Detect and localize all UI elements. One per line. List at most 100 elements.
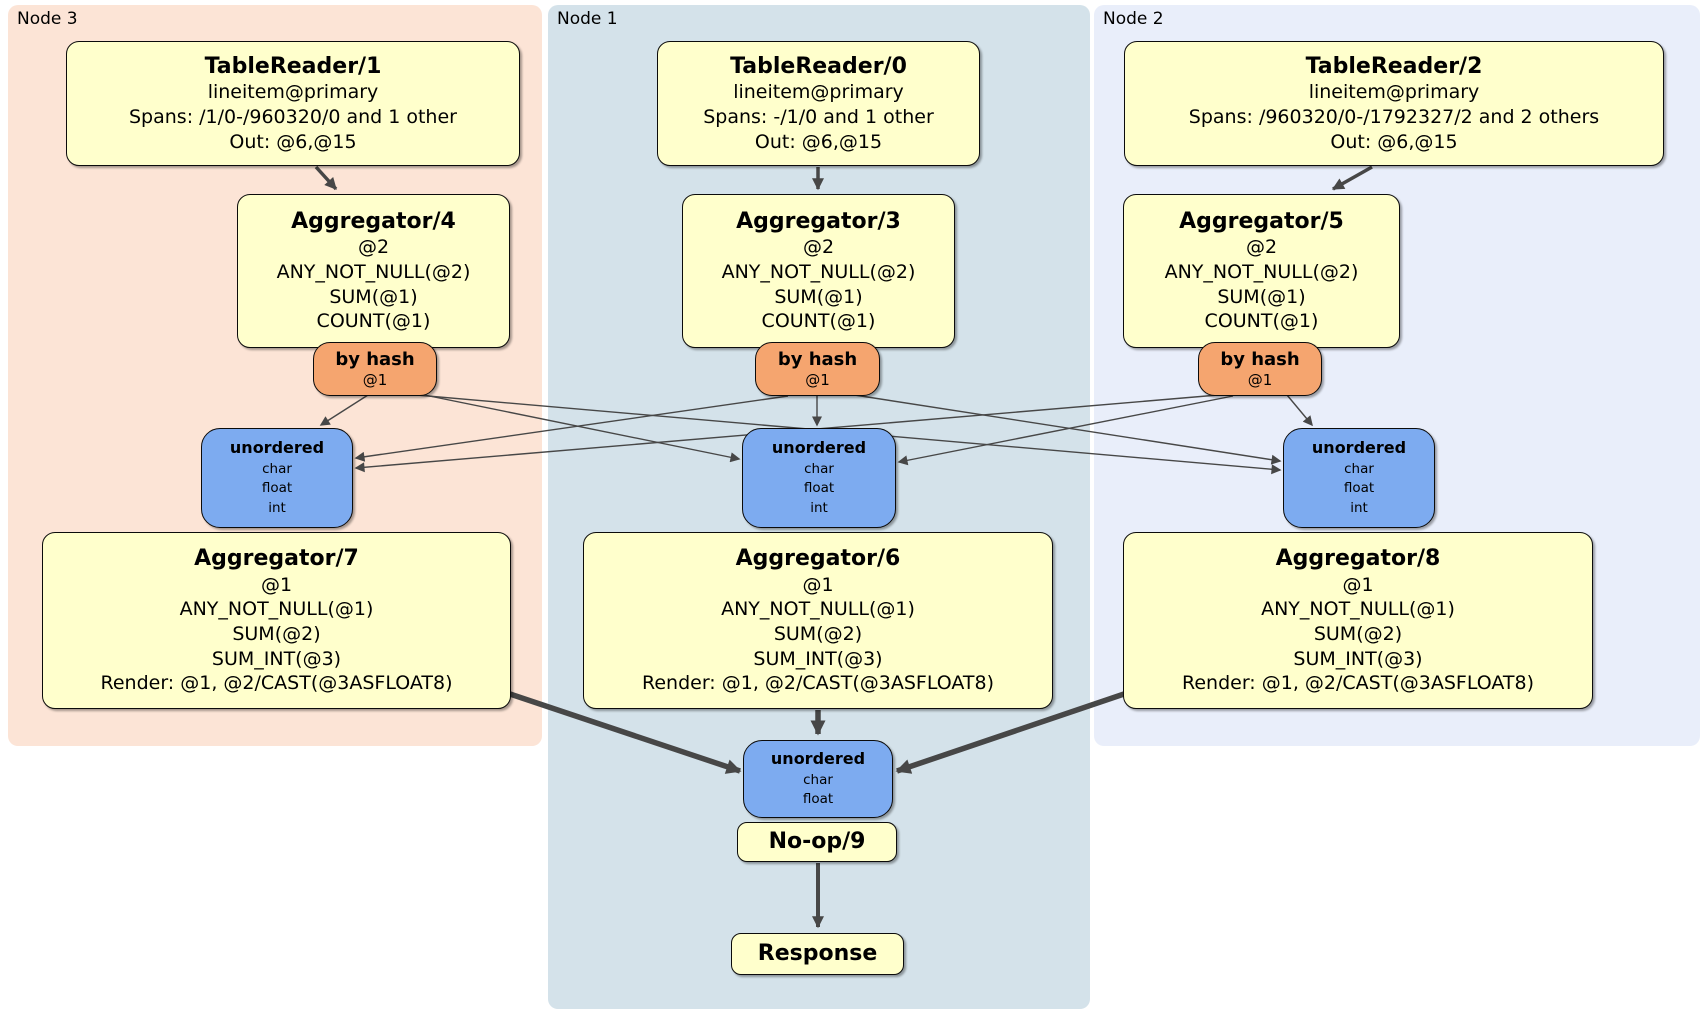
edge-tr1-agg4 bbox=[314, 165, 338, 191]
text-line: COUNT(@1) bbox=[1204, 310, 1319, 333]
text-line: Spans: /1/0-/960320/0 and 1 other bbox=[129, 105, 457, 128]
text-line: Render: @1, @2/CAST(@3ASFLOAT8) bbox=[1182, 672, 1534, 695]
text-line: SUM(@2) bbox=[773, 622, 863, 645]
text-line: Out: @6,@15 bbox=[1330, 130, 1458, 153]
sync-title: unordered bbox=[229, 438, 325, 458]
sync-unordered-node2: unordered char float int bbox=[1283, 428, 1435, 528]
text-line: @1 bbox=[1342, 573, 1374, 596]
text-line: lineitem@primary bbox=[733, 81, 904, 104]
op-title: Response bbox=[757, 941, 878, 967]
text-line: ANY_NOT_NULL(@2) bbox=[721, 261, 916, 284]
sync-title: unordered bbox=[770, 749, 866, 769]
edge-bh1-un2 bbox=[847, 393, 1282, 465]
text-line: ANY_NOT_NULL(@1) bbox=[179, 598, 374, 621]
text-line: ANY_NOT_NULL(@2) bbox=[276, 261, 471, 284]
edge-bh2-un2 bbox=[1286, 394, 1313, 427]
op-title: Aggregator/7 bbox=[194, 546, 359, 572]
text-line: Out: @6,@15 bbox=[229, 130, 357, 153]
text-line: SUM_INT(@3) bbox=[211, 647, 342, 670]
text-line: SUM_INT(@3) bbox=[753, 647, 883, 670]
op-noop-9: No-op/9 bbox=[737, 822, 897, 862]
text-line: lineitem@primary bbox=[1308, 81, 1480, 104]
text-line: @1 bbox=[802, 573, 834, 596]
op-title: TableReader/2 bbox=[1305, 53, 1483, 79]
router-title: by hash bbox=[1220, 349, 1300, 371]
op-title: Aggregator/6 bbox=[735, 546, 901, 572]
text-line: SUM_INT(@3) bbox=[1293, 647, 1423, 670]
router-columns: @1 bbox=[1247, 370, 1273, 389]
text-line: SUM(@1) bbox=[329, 285, 418, 308]
router-columns: @1 bbox=[805, 370, 830, 389]
text-line: SUM(@1) bbox=[1217, 285, 1306, 308]
router-by-hash-node2: by hash @1 bbox=[1198, 342, 1322, 396]
router-by-hash-node1: by hash @1 bbox=[755, 342, 880, 396]
text-line: float bbox=[802, 791, 834, 808]
text-line: Render: @1, @2/CAST(@3ASFLOAT8) bbox=[100, 672, 453, 695]
edge-bh3-un3 bbox=[319, 394, 369, 426]
text-line: @2 bbox=[1245, 236, 1278, 259]
text-line: ANY_NOT_NULL(@1) bbox=[1261, 598, 1455, 621]
router-columns: @1 bbox=[362, 370, 388, 389]
text-line: char bbox=[1344, 460, 1374, 477]
text-line: Spans: /960320/0-/1792327/2 and 2 others bbox=[1188, 105, 1600, 128]
sync-title: unordered bbox=[771, 438, 867, 458]
router-by-hash-node3: by hash @1 bbox=[313, 342, 437, 396]
text-line: SUM(@1) bbox=[774, 285, 863, 308]
router-title: by hash bbox=[777, 349, 858, 371]
text-line: int bbox=[268, 499, 286, 516]
op-title: Aggregator/4 bbox=[291, 208, 456, 234]
text-line: float bbox=[803, 480, 835, 497]
text-line: COUNT(@1) bbox=[761, 310, 876, 333]
node-label-3: Node 3 bbox=[17, 9, 78, 29]
text-line: SUM(@2) bbox=[1313, 622, 1403, 645]
op-title: Aggregator/8 bbox=[1275, 546, 1441, 572]
text-line: COUNT(@1) bbox=[316, 310, 431, 333]
edge-tr2-agg5 bbox=[1331, 165, 1373, 191]
text-line: Out: @6,@15 bbox=[754, 130, 883, 153]
op-title: Aggregator/3 bbox=[736, 208, 901, 234]
sync-title: unordered bbox=[1311, 438, 1407, 458]
text-line: @2 bbox=[357, 236, 390, 259]
text-line: ANY_NOT_NULL(@1) bbox=[721, 598, 915, 621]
op-title: Aggregator/5 bbox=[1179, 208, 1344, 234]
text-line: char bbox=[262, 460, 292, 477]
sync-columns: char float int bbox=[1344, 460, 1374, 519]
node-label-2: Node 2 bbox=[1103, 9, 1164, 29]
text-line: int bbox=[1350, 499, 1368, 516]
text-line: Render: @1, @2/CAST(@3ASFLOAT8) bbox=[642, 672, 994, 695]
op-title: TableReader/1 bbox=[204, 53, 382, 79]
text-line: @2 bbox=[802, 236, 835, 259]
text-line: SUM(@2) bbox=[232, 622, 321, 645]
edge-bh3-un1 bbox=[399, 389, 741, 463]
edge-bh2-un1 bbox=[897, 395, 1234, 466]
edge-agg7-finalsync bbox=[509, 691, 742, 774]
op-title: No-op/9 bbox=[768, 829, 866, 855]
router-title: by hash bbox=[335, 349, 415, 371]
edge-agg8-finalsync bbox=[895, 691, 1125, 774]
text-line: float bbox=[1343, 480, 1375, 497]
op-response: Response bbox=[731, 933, 904, 975]
text-line: int bbox=[810, 499, 828, 516]
